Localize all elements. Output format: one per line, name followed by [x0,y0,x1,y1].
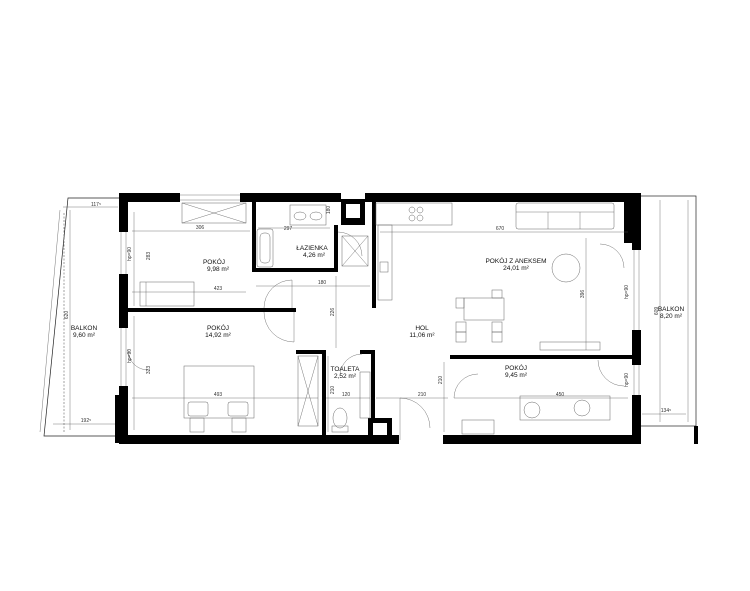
room-name-lazienka: ŁAZIENKA [296,245,328,252]
room-name-hol: HOL [415,325,429,332]
dim-306: 306 [196,225,205,231]
room-name-toaleta: TOALETA [330,366,360,373]
room-name-pokoj-b: POKÓJ [207,323,229,332]
room-name-aneks: POKÓJ Z ANEKSEM [485,256,546,265]
dim-180b: 180 [318,280,327,286]
room-name-balkon-right: BALKON [658,306,685,313]
hp-label-3: hp=90 [624,285,630,299]
room-labels: POKÓJ 9,98 m² ŁAZIENKA 4,26 m² POKÓJ Z A… [71,245,685,380]
room-name-pokoj-a: POKÓJ [203,257,225,266]
dimension-lines [69,200,661,432]
room-area-toaleta: 2,52 m² [334,373,357,380]
balcony-right [639,195,698,444]
dim-210b: 210 [418,392,427,398]
dim-120: 120 [342,392,351,398]
dim-283: 283 [146,252,152,261]
hp-label-4: hp=90 [624,373,630,387]
room-area-pokoj-b: 14,92 m² [205,332,231,339]
dim-323: 323 [146,366,152,375]
dim-226: 226 [330,308,336,317]
dim-134: 134⁵ [661,408,671,414]
dim-297: 297 [284,226,293,232]
dim-180a: 180 [326,206,332,215]
room-area-hol: 11,06 m² [409,332,435,339]
balcony-left [39,197,121,437]
dim-192: 192⁵ [81,418,91,424]
interior-walls [128,202,641,435]
room-area-lazienka: 4,26 m² [303,252,326,259]
room-name-pokoj-c: POKÓJ [505,363,527,372]
dim-396: 396 [580,290,586,299]
room-area-balkon-right: 8,20 m² [660,313,683,320]
doors [127,231,625,440]
dim-670: 670 [496,226,505,232]
dim-493: 493 [214,392,223,398]
room-area-aneks: 24,01 m² [503,265,529,272]
room-area-pokoj-c: 9,45 m² [505,372,528,379]
furniture [139,202,615,435]
dimension-labels: 306 297 670 423 180 493 120 210 450 117⁵… [64,202,671,424]
dim-620: 620 [64,311,70,320]
windows [118,192,642,395]
dim-450: 450 [556,392,565,398]
dim-210c: 210 [438,376,444,385]
room-area-balkon-left: 9,60 m² [73,332,96,339]
room-name-balkon-left: BALKON [71,325,98,332]
dim-210a: 210 [330,386,336,395]
dim-117: 117⁵ [91,202,101,208]
hp-label-2: hp=90 [127,349,133,363]
hp-label-1: hp=90 [127,247,133,261]
room-area-pokoj-a: 9,98 m² [207,266,230,273]
dim-609: 609 [654,307,660,316]
dim-423: 423 [214,286,223,292]
